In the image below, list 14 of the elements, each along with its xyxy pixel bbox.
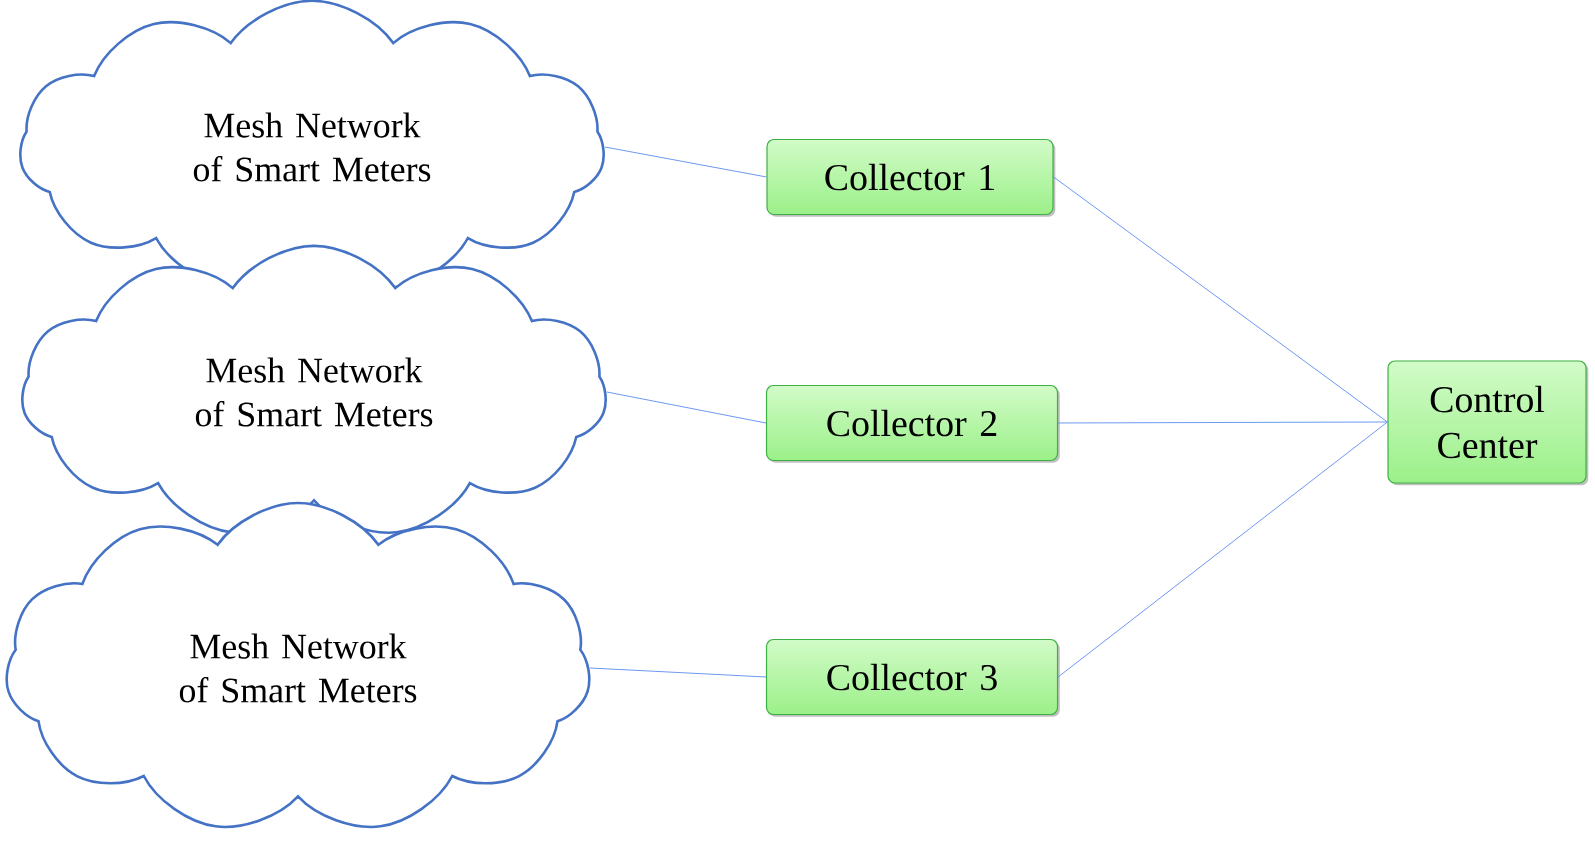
rounded-box: Control Center [1387, 360, 1589, 486]
mesh-network-cloud: Mesh Network of Smart Meters [19, 0, 605, 289]
rounded-box: Collector 2 [765, 384, 1060, 463]
rounded-box: Collector 1 [766, 138, 1056, 217]
connector-line [606, 391, 767, 424]
rounded-box: Collector 3 [765, 638, 1060, 717]
connector-line [1053, 176, 1388, 423]
mesh-network-cloud: Mesh Network of Smart Meters [5, 501, 591, 829]
node-label: Mesh Network of Smart Meters [179, 633, 417, 703]
connector-line [1057, 421, 1388, 424]
mesh-network-cloud: Mesh Network of Smart Meters [21, 244, 607, 534]
connector-line [604, 146, 767, 178]
connector-line [1057, 421, 1388, 678]
connector-line [589, 667, 767, 678]
